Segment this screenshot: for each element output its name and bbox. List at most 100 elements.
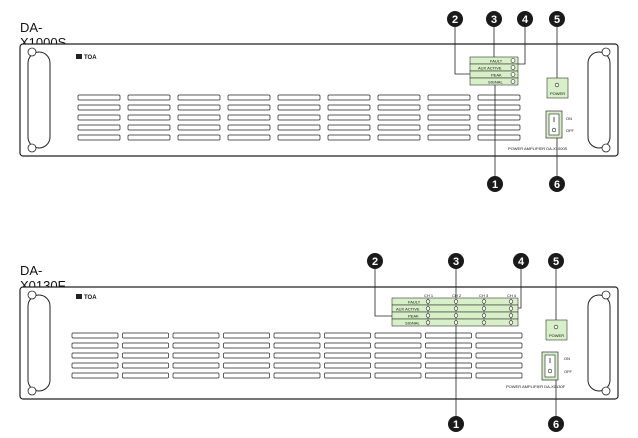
vent-slot [374,332,422,339]
rack-hole [601,143,611,153]
vent-slot [277,134,321,141]
handle-right-1[interactable] [587,51,611,149]
callout-1-amp2: 1 [448,416,464,432]
vent-slot [77,124,121,131]
vent-slot [475,362,523,369]
vent-slot [227,104,271,111]
vent-slot [425,342,472,349]
vent-slot [475,342,523,349]
vent-slot [327,124,371,131]
vent-slot [324,352,371,359]
vent-slot [475,352,523,359]
vent-slot [177,104,221,111]
vent-slot [477,114,521,121]
vent-slot [172,372,220,379]
vent-slot [277,94,321,101]
vent-slot [427,104,471,111]
vent-slot [475,372,523,379]
channel-led-grid [425,298,514,326]
power-led-box-2: POWER [545,319,568,341]
svg-text:2: 2 [452,14,458,26]
vent-slot [327,94,371,101]
vent-slot [327,134,371,141]
rack-hole [27,290,37,300]
channel-led [425,299,431,304]
vent-slot [327,104,371,111]
svg-text:4: 4 [518,256,525,268]
toa-logo-icon-1: TOA [76,54,97,61]
switch-off-label-2: OFF [564,369,573,374]
led-peak [510,72,516,77]
vent-slot [477,124,521,131]
vent-slot [177,134,221,141]
vent-slot [427,94,471,101]
vent-slot [227,134,271,141]
callout-4-amp1: 4 [517,11,533,27]
vent-slot [277,104,321,111]
channel-label-2: CH 2 [452,293,462,298]
vent-slot [227,94,271,101]
vent-slot [77,134,121,141]
switch-off-label-1: OFF [566,128,575,133]
vent-slot [377,104,421,111]
vent-slot [277,124,321,131]
indicator-label-aux-active: AUX ACTIVE [478,66,502,71]
channel-led [508,313,514,318]
vent-slot [127,124,171,131]
switch-on-label-1: ON [566,116,572,121]
channel-label-1: CH 1 [424,293,434,298]
vent-slot [374,372,422,379]
vent-slot [273,372,321,379]
vent-slot [324,342,371,349]
channel-led [453,306,459,311]
channel-led [481,313,487,318]
callout-4-amp2: 4 [513,253,529,269]
vent-slot [127,104,171,111]
vent-slot [273,362,321,369]
rack-hole [27,143,37,153]
callout-leaders-2 [374,261,557,416]
vent-slot [273,332,321,339]
led-signal [510,79,516,84]
vent-slot [377,124,421,131]
power-switch-2[interactable]: ON OFF [541,351,573,381]
brand-label-2: TOA [84,295,97,301]
handle-left-2[interactable] [27,294,51,392]
vent-slot [127,114,171,121]
handle-right-2[interactable] [587,294,611,392]
vent-slot [127,94,171,101]
svg-text:6: 6 [553,419,559,431]
vent-slot [71,332,119,339]
vent-slot [223,372,270,379]
callout-1-amp1: 1 [487,176,503,192]
svg-text:3: 3 [491,14,497,26]
channel-led [481,299,487,304]
vent-slot [324,332,371,339]
vent-slot [377,114,421,121]
channel-label-3: CH 3 [479,293,489,298]
vent-slot [227,124,271,131]
indicator-panel-1: FAULT AUX ACTIVE PEAK SIGNAL [469,56,519,86]
svg-text:3: 3 [453,256,459,268]
vent-slot [273,342,321,349]
power-led-icon-1 [554,82,560,88]
power-switch-1[interactable]: ON OFF [545,110,575,139]
handle-left-1[interactable] [27,51,51,149]
vent-slot [71,342,119,349]
svg-text:2: 2 [372,256,378,268]
vent-slot [172,342,220,349]
vent-slot [177,114,221,121]
vent-slot [425,352,472,359]
vent-slot [475,332,523,339]
callout-2-amp1: 2 [447,11,463,27]
vent-slot [374,342,422,349]
vent-slot [122,372,169,379]
indicator-panel-2: FAULT AUX ACTIVE PEAK SIGNAL [391,297,519,327]
vent-slot [377,134,421,141]
vent-slot [425,332,472,339]
rack-hole [601,47,611,57]
power-led-box-1: POWER [546,77,569,99]
vent-slot [172,332,220,339]
rack-hole [27,386,37,396]
